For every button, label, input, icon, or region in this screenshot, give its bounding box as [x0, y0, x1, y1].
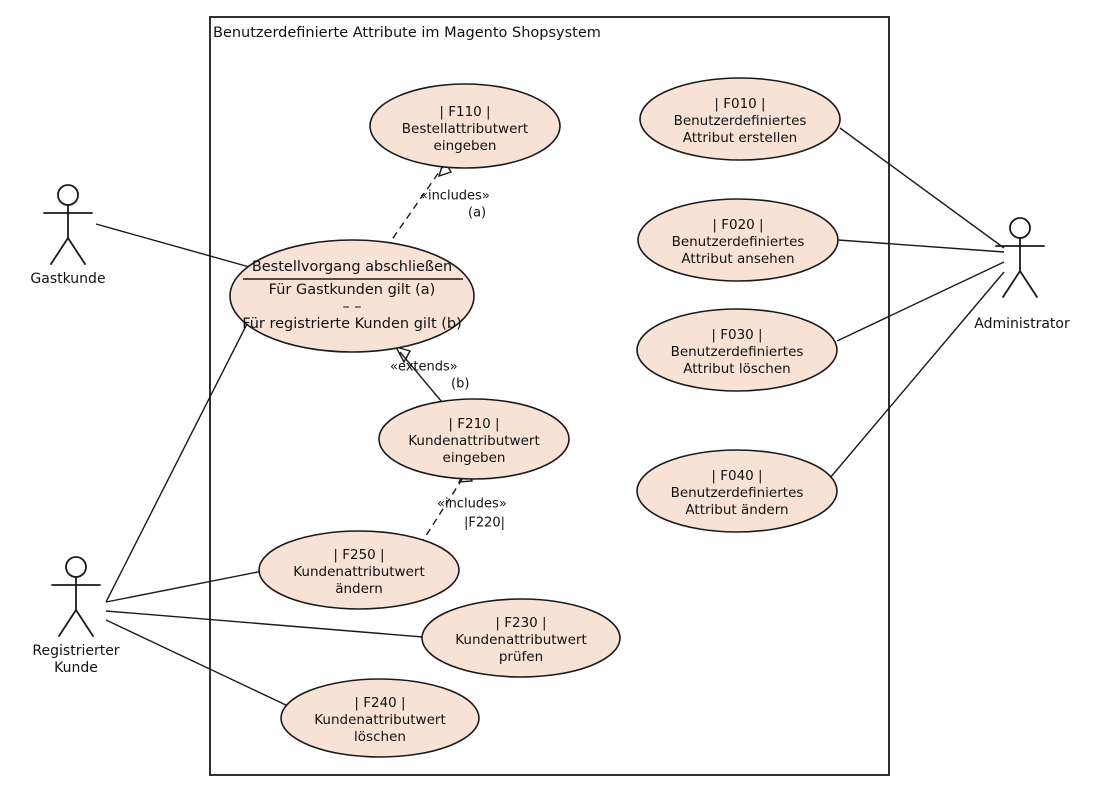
rel-includes-a-stereotype: «includes» — [420, 189, 490, 204]
rel-includes-f220-label: «includes» |F220| — [437, 497, 507, 531]
use-case-f110-line-2: eingeben — [434, 138, 497, 154]
rel-includes-f220-qualifier: |F220| — [464, 516, 505, 531]
actor-registrierter-kunde-leg-left — [58, 609, 77, 637]
use-case-bestellvorgang[interactable]: Bestellvorgang abschließen Für Gastkunde… — [229, 239, 475, 353]
use-case-f250-line-0: | F250 | — [333, 547, 384, 563]
use-case-f040-line-1: Benutzerdefiniertes — [671, 485, 804, 501]
use-case-f230-line-0: | F230 | — [495, 615, 546, 631]
use-case-f040[interactable]: | F040 | Benutzerdefiniertes Attribut än… — [636, 449, 838, 533]
use-case-bestellvorgang-shape — [229, 239, 475, 353]
rel-includes-f220-line — [419, 472, 467, 546]
use-case-f210-shape — [378, 398, 570, 480]
rel-includes-f220-stereotype: «includes» — [437, 497, 507, 512]
actor-administrator-leg-left — [1002, 270, 1021, 298]
assoc-administrator-f030 — [836, 261, 1005, 342]
use-case-f040-line-2: Attribut ändern — [685, 502, 788, 518]
use-case-f020[interactable]: | F020 | Benutzerdefiniertes Attribut an… — [637, 198, 839, 282]
use-case-f230-shape — [421, 598, 621, 678]
use-case-f210-line-1: Kundenattributwert — [408, 433, 540, 449]
assoc-administrator-f040 — [829, 271, 1005, 479]
use-case-f210-line-0: | F210 | — [448, 416, 499, 432]
assoc-registrierter-f230 — [105, 610, 424, 638]
use-case-bestellvorgang-line-3: Für registrierte Kunden gilt (b) — [242, 316, 462, 332]
assoc-registrierter-f250 — [105, 569, 269, 603]
actor-gastkunde[interactable]: Gastkunde — [30, 184, 106, 287]
rel-extends-b-stereotype: «extends» — [390, 360, 458, 375]
use-case-f010-line-0: | F010 | — [714, 96, 765, 112]
use-case-f030-shape — [636, 308, 838, 392]
assoc-registrierter-bestellvorgang — [105, 317, 251, 603]
use-case-f020-line-1: Benutzerdefiniertes — [672, 234, 805, 250]
actor-administrator-label: Administrator — [974, 316, 1070, 332]
use-case-f250-line-1: Kundenattributwert — [293, 564, 425, 580]
use-case-f020-line-2: Attribut ansehen — [681, 251, 794, 267]
use-case-f230-line-1: Kundenattributwert — [455, 632, 587, 648]
use-case-f010-shape — [639, 77, 841, 161]
use-case-f250-line-2: ändern — [335, 581, 383, 597]
use-case-bestellvorgang-line-2: – – — [342, 299, 361, 315]
use-case-f240-line-0: | F240 | — [354, 695, 405, 711]
use-case-f030-line-0: | F030 | — [711, 327, 762, 343]
actor-gastkunde-leg-left — [50, 237, 69, 265]
use-case-f020-line-0: | F020 | — [712, 217, 763, 233]
actor-registrierter-kunde-label-line-1: Kunde — [54, 660, 98, 676]
use-case-f030-line-1: Benutzerdefiniertes — [671, 344, 804, 360]
actor-gastkunde-label: Gastkunde — [30, 271, 105, 287]
use-case-f110-line-0: | F110 | — [439, 104, 490, 120]
use-case-f240[interactable]: | F240 | Kundenattributwert löschen — [280, 678, 480, 758]
use-case-f040-line-0: | F040 | — [711, 468, 762, 484]
use-case-f210-line-2: eingeben — [443, 450, 506, 466]
use-case-f030[interactable]: | F030 | Benutzerdefiniertes Attribut lö… — [636, 308, 838, 392]
assoc-administrator-f020 — [837, 239, 1005, 253]
use-case-f110-line-1: Bestellattributwert — [402, 121, 528, 137]
use-case-f110-shape — [369, 83, 561, 169]
actor-gastkunde-head — [57, 184, 79, 206]
rel-includes-a-line — [385, 164, 445, 249]
use-case-bestellvorgang-line-1: Für Gastkunden gilt (a) — [269, 282, 436, 298]
rel-extends-b-qualifier: (b) — [451, 377, 469, 392]
use-case-f010[interactable]: | F010 | Benutzerdefiniertes Attribut er… — [639, 77, 841, 161]
actor-registrierter-kunde[interactable]: Registrierter Kunde — [32, 556, 120, 676]
actor-gastkunde-leg-right — [67, 237, 86, 265]
use-case-f010-line-1: Benutzerdefiniertes — [674, 113, 807, 129]
use-case-f240-shape — [280, 678, 480, 758]
assoc-gastkunde-bestellvorgang — [95, 223, 254, 269]
actor-administrator-head — [1009, 217, 1031, 239]
use-case-f230-line-2: prüfen — [499, 649, 543, 665]
use-case-f240-line-2: löschen — [354, 729, 406, 745]
actor-registrierter-kunde-head — [65, 556, 87, 578]
use-case-f020-shape — [637, 198, 839, 282]
use-case-f110[interactable]: | F110 | Bestellattributwert eingeben — [369, 83, 561, 169]
rel-includes-a-label: «includes» (a) — [420, 189, 490, 221]
actor-registrierter-kunde-leg-right — [75, 609, 94, 637]
use-case-bestellvorgang-line-0: Bestellvorgang abschließen — [252, 259, 452, 275]
rel-includes-a-qualifier: (a) — [468, 206, 486, 221]
use-case-f240-line-1: Kundenattributwert — [314, 712, 446, 728]
assoc-registrierter-f240 — [105, 619, 289, 707]
use-case-f230[interactable]: | F230 | Kundenattributwert prüfen — [421, 598, 621, 678]
rel-extends-b-label: «extends» (b) — [390, 360, 469, 392]
actor-registrierter-kunde-label-line-0: Registrierter — [32, 643, 119, 659]
actor-administrator-leg-right — [1019, 270, 1038, 298]
use-case-f040-shape — [636, 449, 838, 533]
assoc-administrator-f010 — [839, 127, 1005, 249]
use-case-f010-line-2: Attribut erstellen — [683, 130, 797, 146]
use-case-f250[interactable]: | F250 | Kundenattributwert ändern — [258, 530, 460, 610]
actor-administrator[interactable]: Administrator — [974, 217, 1070, 332]
rel-extends-b-line — [399, 351, 448, 409]
rel-extends-b-arrowhead — [394, 345, 412, 364]
use-case-f250-shape — [258, 530, 460, 610]
use-case-f210[interactable]: | F210 | Kundenattributwert eingeben — [378, 398, 570, 480]
use-case-f030-line-2: Attribut löschen — [683, 361, 790, 377]
boundary-title: Benutzerdefinierte Attribute im Magento … — [213, 25, 601, 41]
